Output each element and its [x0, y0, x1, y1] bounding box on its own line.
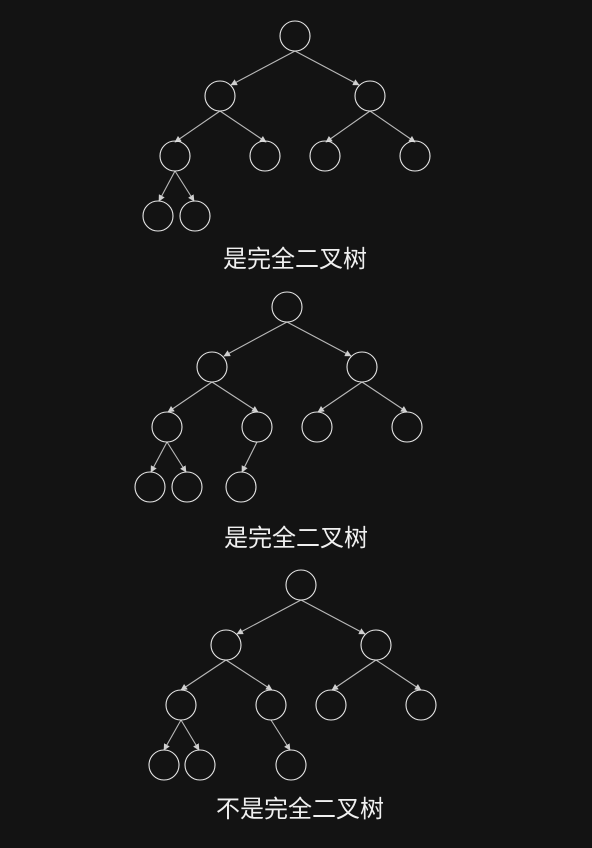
edge-left-left	[167, 381, 213, 413]
tree-node	[210, 629, 242, 661]
edge-root-right	[294, 50, 360, 86]
edge-ll-right	[180, 719, 200, 751]
tree-node	[171, 471, 203, 503]
edge-lr-left	[241, 441, 258, 473]
edge-ll-right	[174, 170, 195, 202]
edge-left-right	[211, 381, 259, 413]
tree-node	[151, 411, 183, 443]
edge-root-left	[223, 321, 288, 357]
edge-right-right	[375, 659, 422, 691]
tree-2: 是完全二叉树	[134, 291, 423, 552]
tree-node	[405, 689, 437, 721]
tree-node	[279, 20, 311, 52]
tree-node	[179, 200, 211, 232]
edge-ll-left	[163, 719, 182, 751]
edge-left-right	[225, 659, 273, 691]
edge-root-right	[286, 321, 352, 357]
tree-node	[196, 351, 228, 383]
tree-node	[391, 411, 423, 443]
tree-1: 是完全二叉树	[142, 20, 431, 273]
tree-node	[275, 749, 307, 781]
edge-left-left	[180, 659, 227, 691]
edge-ll-right	[166, 441, 187, 473]
edge-root-left	[230, 50, 296, 86]
tree-node	[159, 140, 191, 172]
edge-left-right	[219, 110, 267, 143]
caption-tree-2: 是完全二叉树	[224, 524, 368, 552]
edge-ll-left	[158, 170, 176, 202]
tree-node	[271, 291, 303, 323]
tree-node	[285, 569, 317, 601]
edge-root-left	[236, 599, 302, 635]
tree-node	[399, 140, 431, 172]
tree-node	[204, 80, 236, 112]
tree-node	[148, 749, 180, 781]
edge-right-left	[317, 381, 363, 413]
tree-node	[225, 471, 257, 503]
tree-node	[354, 80, 386, 112]
tree-node	[346, 351, 378, 383]
tree-node	[184, 749, 216, 781]
tree-node	[241, 411, 273, 443]
tree-3: 不是完全二叉树	[148, 569, 437, 823]
tree-node	[255, 689, 287, 721]
tree-node	[165, 689, 197, 721]
edge-right-right	[361, 381, 408, 413]
tree-node	[249, 140, 281, 172]
edge-right-left	[325, 110, 371, 143]
tree-node	[142, 200, 174, 232]
edge-root-right	[300, 599, 366, 635]
tree-node	[315, 689, 347, 721]
tree-node	[309, 140, 341, 172]
edge-ll-left	[150, 441, 168, 473]
tree-node	[360, 629, 392, 661]
edge-right-left	[331, 659, 377, 691]
edge-lr-right	[270, 719, 291, 751]
tree-node	[134, 471, 166, 503]
edge-right-right	[369, 110, 416, 143]
caption-tree-3: 不是完全二叉树	[216, 795, 384, 823]
tree-node	[301, 411, 333, 443]
edge-left-left	[174, 110, 221, 143]
caption-tree-1: 是完全二叉树	[223, 245, 367, 273]
